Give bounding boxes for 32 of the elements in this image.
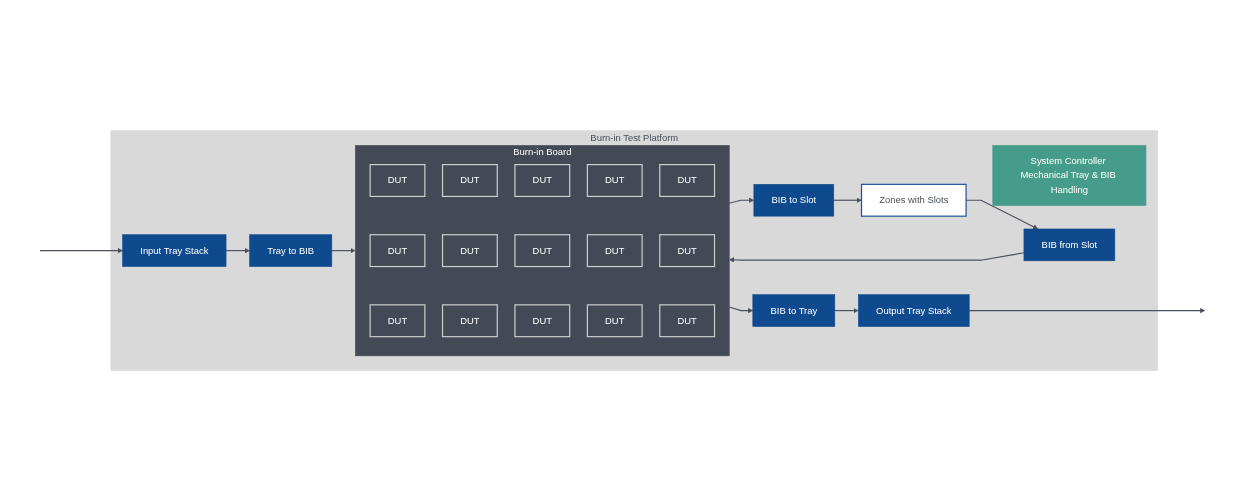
node-box: DUT xyxy=(659,304,716,338)
node-box: DUT xyxy=(369,234,426,267)
node-box: DUT xyxy=(586,163,643,197)
node-box: Zones with Slots xyxy=(860,183,967,217)
arrow xyxy=(728,197,755,204)
node-box: DUT xyxy=(441,304,498,338)
node-box: Input Tray Stack xyxy=(122,234,227,267)
arrow xyxy=(729,252,1025,263)
node-box: DUT xyxy=(659,234,716,267)
arrow xyxy=(728,306,754,314)
node-box: BIB from Slot xyxy=(1023,228,1116,261)
node-box: System Controller Mechanical Tray & BIB Handling xyxy=(992,145,1147,206)
node-box: Output Tray Stack xyxy=(858,294,970,327)
arrow xyxy=(833,197,862,203)
arrow xyxy=(225,247,250,254)
node-box: DUT xyxy=(441,163,498,197)
node-box: DUT xyxy=(659,163,716,197)
node-box: DUT xyxy=(441,234,498,267)
node-box: DUT xyxy=(514,234,571,267)
arrow xyxy=(39,247,123,254)
arrow xyxy=(834,307,859,314)
node-box: DUT xyxy=(514,163,571,197)
node-box: DUT xyxy=(369,163,426,197)
node-box: BIB to Slot xyxy=(753,183,835,217)
node-box: DUT xyxy=(586,234,643,267)
arrow xyxy=(968,307,1206,314)
node-box: BIB to Tray xyxy=(752,294,836,327)
node-box: DUT xyxy=(369,304,426,338)
node-box: Tray to BIB xyxy=(249,234,333,267)
node-box: DUT xyxy=(586,304,643,338)
arrow xyxy=(331,247,356,254)
node-box: DUT xyxy=(514,304,571,338)
